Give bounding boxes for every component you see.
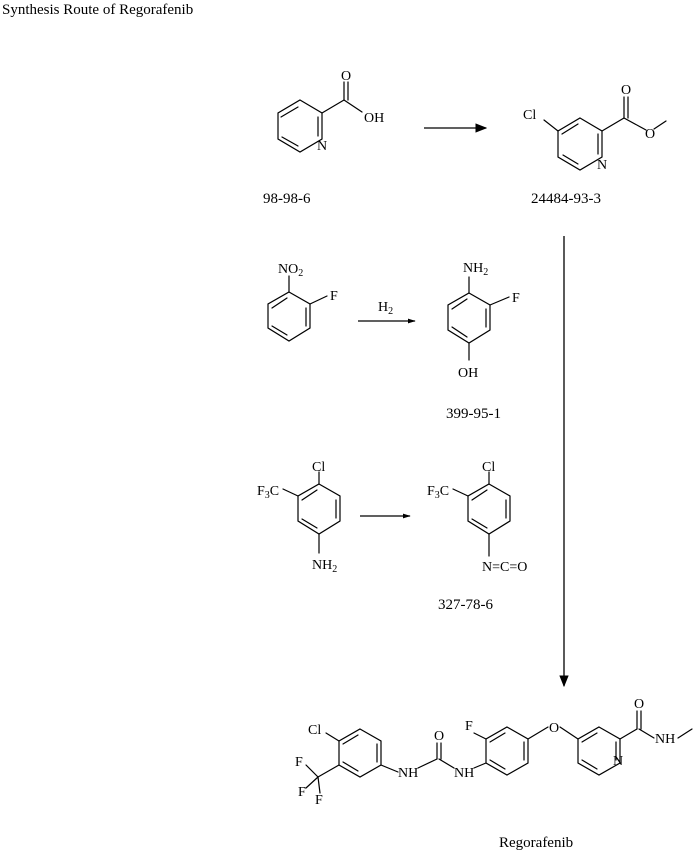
atom-cl: Cl [482,460,495,475]
atom-oh: OH [364,111,384,126]
cas-number: 98-98-6 [263,191,311,207]
atom-nh: NH [655,732,675,747]
compound-regorafenib: Cl F F F NH O NH F O O NH N Regorafenib [295,697,693,851]
cas-number: 327-78-6 [438,597,493,613]
atom-cl: Cl [312,460,325,475]
atom-nh2: NH2 [463,261,488,278]
atom-n: N [597,158,607,173]
atom-nh: NH [454,766,474,781]
page-title: Synthesis Route of Regorafenib [2,2,193,18]
atom-f: F [298,785,306,800]
atom-cf3: F3C [257,484,279,501]
compound-4-amino-3-fluorophenol: NH2 F OH 399-95-1 [446,261,520,422]
compound-name: Regorafenib [499,835,573,851]
atom-f: F [512,291,520,306]
atom-f: F [295,755,303,770]
compound-2-fluoronitrobenzene: NO2 F [267,262,338,342]
atom-o-carbonyl: O [621,83,631,98]
atom-n: N [317,139,327,154]
compound-picolinic-acid: N O OH 98-98-6 [263,69,384,207]
atom-o-ether: O [549,721,559,736]
atom-cl: Cl [523,108,536,123]
compound-chloro-trifluoromethyl-aniline: Cl F3C NH2 [257,460,341,575]
atom-f: F [465,719,473,734]
atom-no2: NO2 [278,262,303,279]
atom-o-amide: O [634,697,644,712]
atom-nco: N=C=O [482,560,527,575]
atom-cl: Cl [308,723,321,738]
atom-cf3: F3C [427,484,449,501]
compound-methyl-4-chloropicolinate: Cl N O O 24484-93-3 [523,83,667,207]
atom-f: F [315,793,323,808]
atom-n-pyridine: N [613,754,623,769]
cas-number: 24484-93-3 [531,191,601,207]
atom-o-ester: O [645,127,655,142]
atom-f: F [330,289,338,304]
atom-nh2: NH2 [312,558,337,575]
atom-oh: OH [458,366,478,381]
cas-number: 399-95-1 [446,406,501,422]
compound-isocyanate: Cl F3C N=C=O 327-78-6 [427,460,527,613]
atom-nh: NH [398,766,418,781]
atom-o-urea: O [434,729,444,744]
reagent-h2: H2 [378,300,393,317]
atom-o: O [341,69,351,84]
